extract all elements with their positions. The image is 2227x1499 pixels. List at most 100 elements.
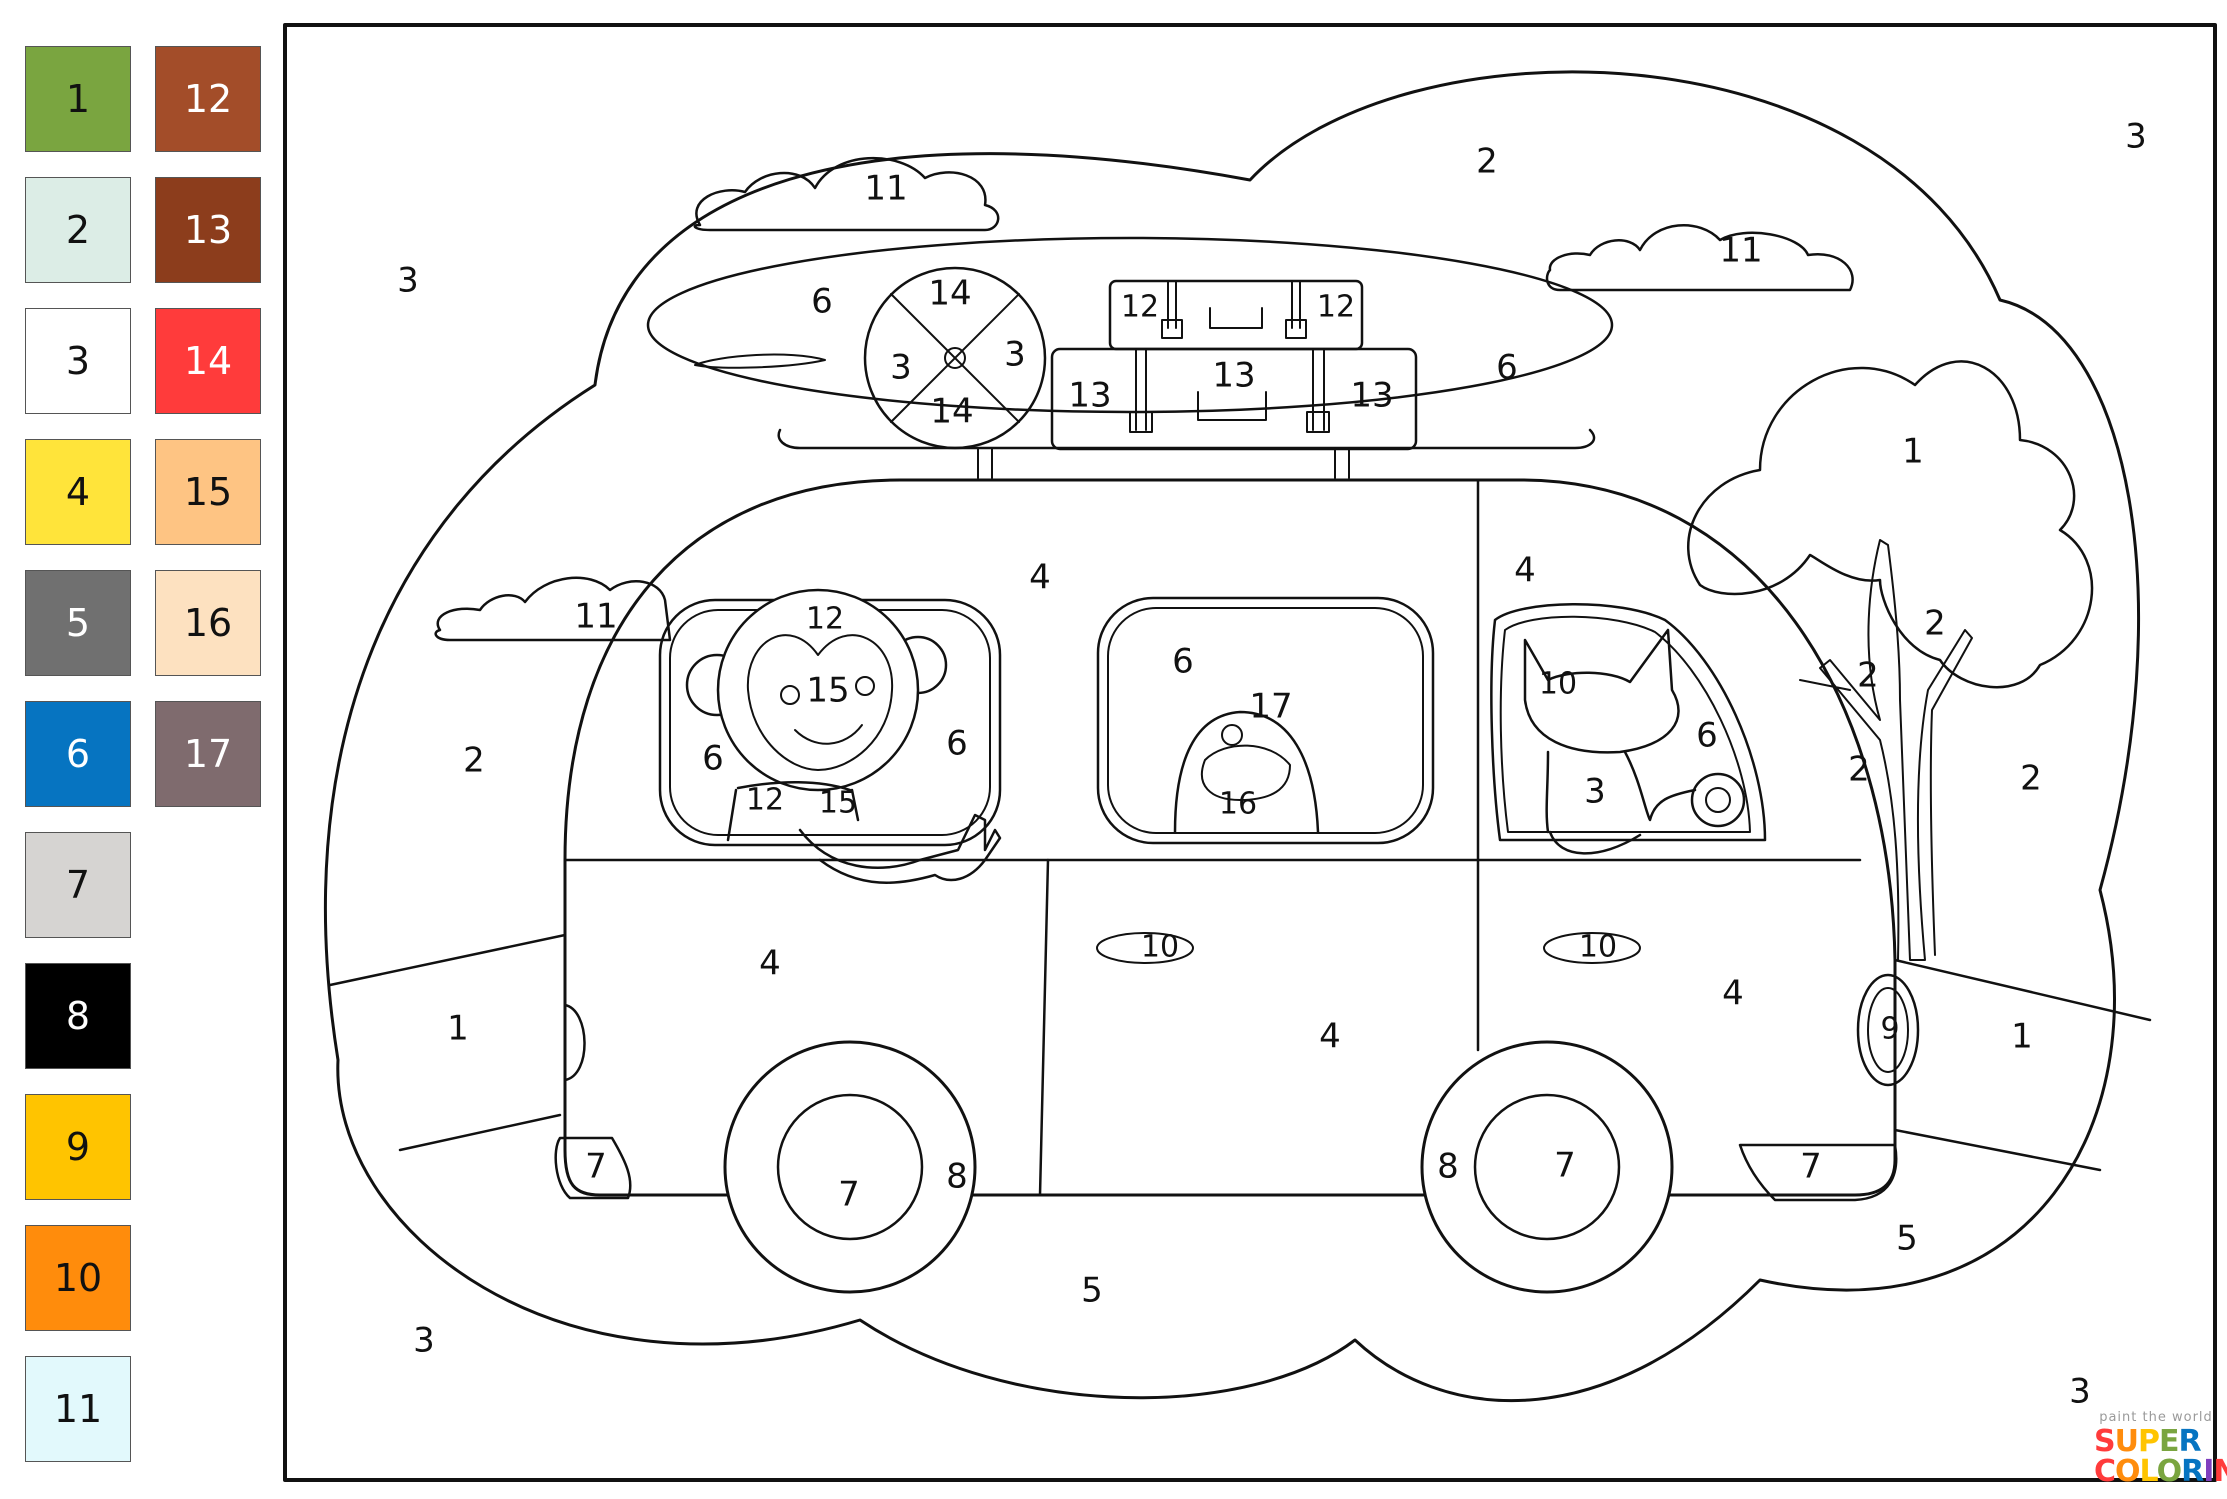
region-number-road-5-a: 5 — [1081, 1271, 1103, 1311]
region-number-grass-1-a: 1 — [447, 1009, 469, 1049]
region-number-tire-8-b: 8 — [1437, 1147, 1459, 1187]
monkey-body — [726, 780, 860, 842]
grass-right — [1893, 958, 2152, 1172]
swatch-number: 13 — [183, 208, 233, 252]
suitcase-handle-top — [1209, 307, 1263, 329]
region-number-win-6-d: 6 — [1696, 716, 1718, 756]
cloud-right — [1545, 224, 1854, 292]
van-body — [563, 478, 1897, 1197]
swatch-number: 8 — [65, 994, 91, 1038]
bird-flower — [1221, 724, 1243, 746]
region-number-case-13-a: 13 — [1068, 376, 1111, 416]
region-number-cat-3: 3 — [1584, 772, 1606, 812]
steering-wheel — [1690, 772, 1746, 828]
region-number-cloud-11-a: 11 — [864, 169, 907, 209]
swatch-8[interactable]: 8 — [25, 963, 131, 1069]
region-number-board-6-a: 6 — [811, 282, 833, 322]
swatch-3[interactable]: 3 — [25, 308, 131, 414]
region-number-sky-2-a: 2 — [1476, 142, 1498, 182]
tree-crown — [1687, 360, 2094, 689]
cat-arm — [1548, 830, 1642, 855]
region-number-wheel-3-b: 3 — [1004, 335, 1026, 375]
swatch-6[interactable]: 6 — [25, 701, 131, 807]
scene-cloud-outline — [323, 70, 2141, 1402]
swatch-number: 15 — [183, 470, 233, 514]
cat-body — [1545, 750, 1697, 834]
region-number-cat-10: 10 — [1539, 667, 1577, 702]
window-right — [1490, 603, 1767, 842]
region-number-van-4-d: 4 — [1319, 1017, 1341, 1057]
swatch-14[interactable]: 14 — [155, 308, 261, 414]
monkey-eye-right — [855, 676, 875, 696]
region-number-monkey-15-b: 15 — [819, 786, 857, 821]
door-line-a — [1038, 478, 1480, 1197]
tree-trunk — [1799, 539, 1973, 961]
region-number-road-5-b: 5 — [1896, 1219, 1918, 1259]
region-number-bumper-7-b: 7 — [1800, 1147, 1822, 1187]
swatch-number: 5 — [65, 601, 91, 645]
grass-left — [328, 933, 567, 1152]
swatch-15[interactable]: 15 — [155, 439, 261, 545]
hubcap-front — [776, 1093, 924, 1241]
swatch-17[interactable]: 17 — [155, 701, 261, 807]
swatch-16[interactable]: 16 — [155, 570, 261, 676]
region-number-tree-1: 1 — [1902, 432, 1924, 472]
region-number-grass-1-b: 1 — [2011, 1017, 2033, 1057]
swatch-number: 2 — [65, 208, 91, 252]
region-number-monkey-15-a: 15 — [806, 671, 849, 711]
swatch-12[interactable]: 12 — [155, 46, 261, 152]
buckle-a — [1161, 319, 1183, 339]
region-number-win-6-c: 6 — [1172, 642, 1194, 682]
swatch-number: 17 — [183, 732, 233, 776]
region-number-win-6-b: 6 — [946, 724, 968, 764]
region-number-wheel-14-b: 14 — [930, 392, 973, 432]
window-right-inner — [1499, 615, 1751, 833]
swatch-1[interactable]: 1 — [25, 46, 131, 152]
region-number-handle-10-b: 10 — [1579, 930, 1617, 965]
region-number-board-6-b: 6 — [1496, 348, 1518, 388]
region-number-bg-3-b: 3 — [2125, 117, 2147, 157]
region-number-cloud-11-b: 11 — [1719, 231, 1762, 271]
swatch-9[interactable]: 9 — [25, 1094, 131, 1200]
region-number-van-4-e: 4 — [1722, 974, 1744, 1014]
region-number-cloud-11-c: 11 — [574, 597, 617, 637]
region-number-van-4-c: 4 — [759, 944, 781, 984]
region-number-trunk-2-a: 2 — [1924, 604, 1946, 644]
swatch-5[interactable]: 5 — [25, 570, 131, 676]
region-number-case-13-b: 13 — [1212, 356, 1255, 396]
swatch-13[interactable]: 13 — [155, 177, 261, 283]
tire-front — [723, 1040, 977, 1294]
swatch-number: 1 — [65, 77, 91, 121]
rack-legs — [977, 447, 1350, 479]
brand-logo: paint the world SUPER COLORING — [2092, 1410, 2227, 1494]
tire-rear — [1420, 1040, 1674, 1294]
region-number-trunk-2-c: 2 — [1848, 750, 1870, 790]
bird-body — [1173, 710, 1320, 834]
region-number-hub-7-a: 7 — [838, 1175, 860, 1215]
swatch-7[interactable]: 7 — [25, 832, 131, 938]
swatch-number: 6 — [65, 732, 91, 776]
swatch-10[interactable]: 10 — [25, 1225, 131, 1331]
region-number-wheel-3-a: 3 — [890, 348, 912, 388]
buckle-d — [1306, 411, 1330, 433]
strap-right — [1291, 280, 1325, 431]
surfboard — [646, 236, 1614, 414]
region-number-hub-7-b: 7 — [1554, 1146, 1576, 1186]
swatch-number: 11 — [53, 1387, 103, 1431]
region-number-bg-3-a: 3 — [397, 261, 419, 301]
swatch-2[interactable]: 2 — [25, 177, 131, 283]
swatch-number: 3 — [65, 339, 91, 383]
strap-left — [1135, 280, 1177, 431]
region-number-tire-8-a: 8 — [946, 1157, 968, 1197]
monkey-arm — [798, 813, 1002, 884]
region-number-case-13-c: 13 — [1350, 376, 1393, 416]
region-number-monkey-12-a: 12 — [806, 602, 844, 637]
swatch-11[interactable]: 11 — [25, 1356, 131, 1462]
bumper-rear — [1738, 1143, 1898, 1202]
monkey-smile — [794, 724, 863, 745]
swatch-4[interactable]: 4 — [25, 439, 131, 545]
bumper-front — [554, 1136, 632, 1200]
swatch-number: 14 — [183, 339, 233, 383]
